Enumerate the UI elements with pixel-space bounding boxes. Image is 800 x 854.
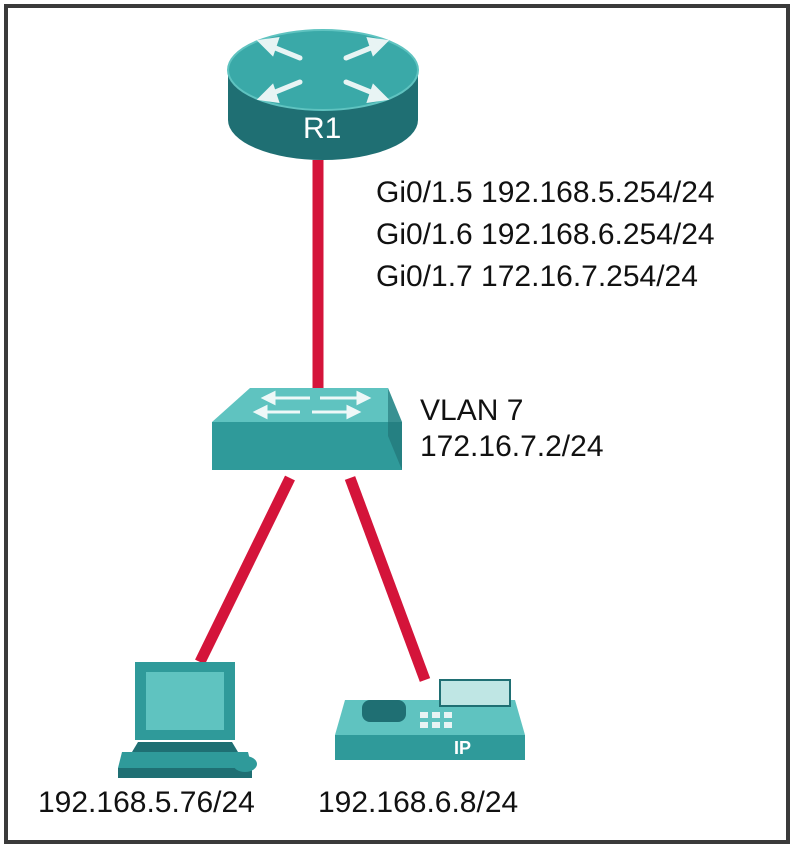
- diagram-frame: [4, 4, 790, 844]
- router-icon: [227, 29, 419, 160]
- subinterface-label: Gi0/1.5 192.168.5.254/24: [376, 176, 715, 209]
- pc-address-label: 192.168.5.76/24: [38, 786, 255, 819]
- router-name-label: R1: [303, 112, 342, 145]
- switch-address-label: 172.16.7.2/24: [420, 430, 604, 463]
- link-switch-phone: [344, 476, 431, 682]
- switch-icon: [212, 388, 402, 470]
- phone-address-label: 192.168.6.8/24: [318, 786, 519, 819]
- link-switch-pc: [195, 475, 295, 665]
- ip-phone-icon: [335, 679, 525, 760]
- switch-vlan-label: VLAN 7: [420, 394, 524, 427]
- pc-icon: [118, 662, 257, 778]
- subinterface-label: Gi0/1.7 172.16.7.254/24: [376, 260, 698, 293]
- subinterface-label: Gi0/1.6 192.168.6.254/24: [376, 218, 715, 251]
- phone-ip-badge: IP: [454, 738, 472, 758]
